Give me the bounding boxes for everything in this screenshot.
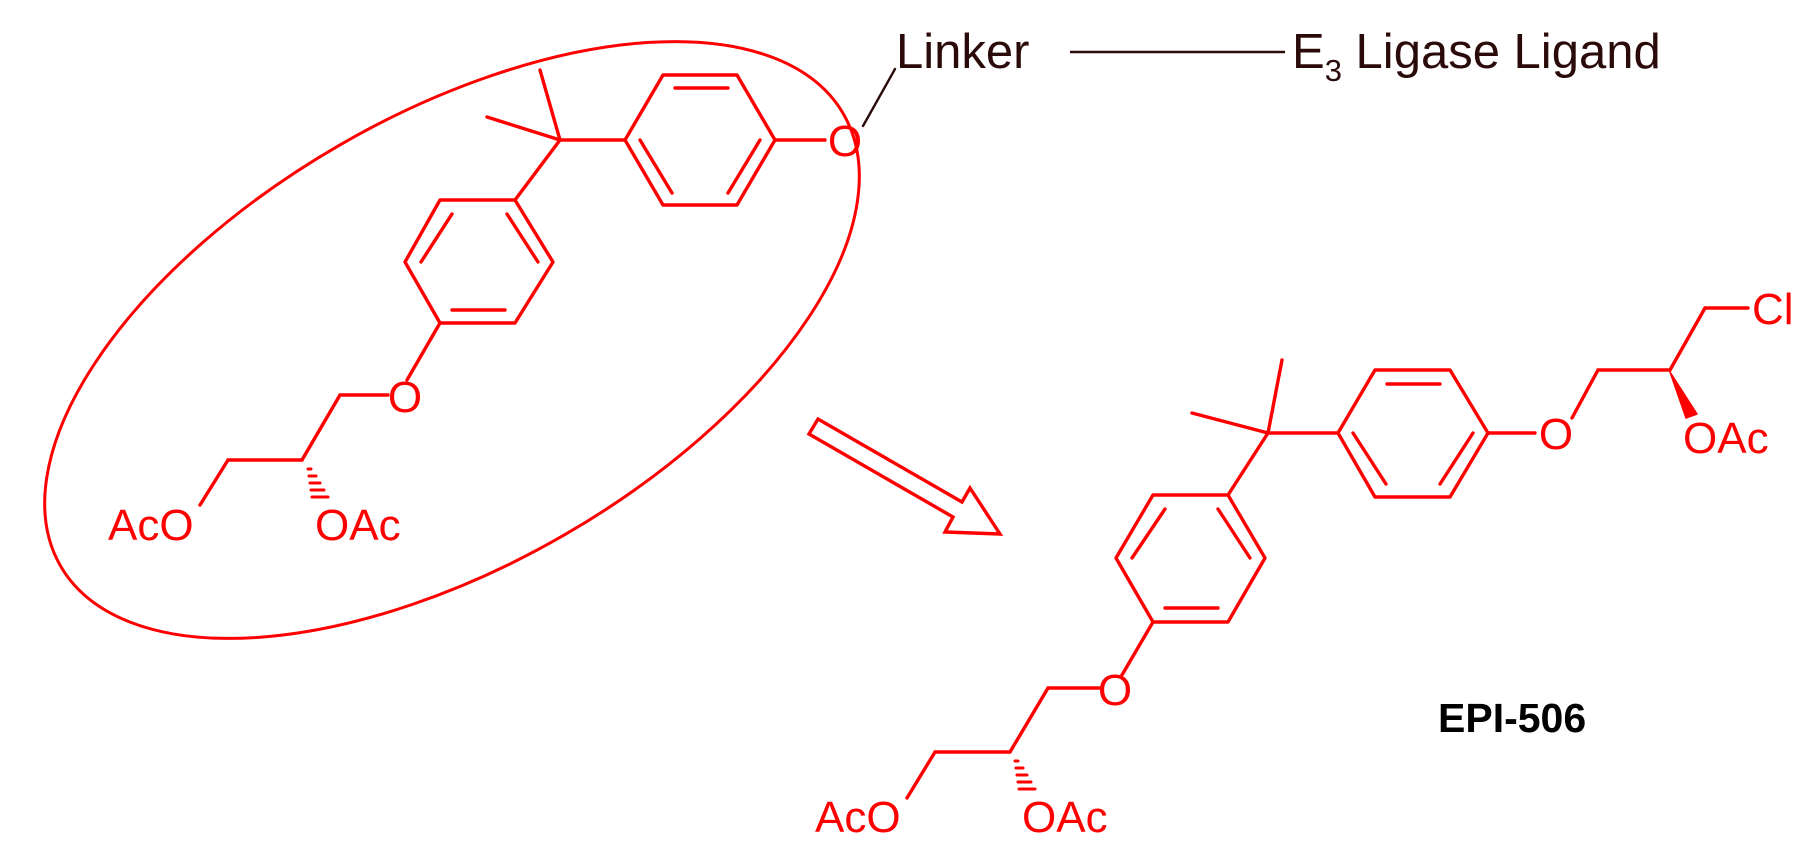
epi-oac-upper-label: OAc	[1683, 414, 1769, 463]
epi-lower-ring-double-1	[1130, 507, 1167, 560]
oxygen-to-linker-bond	[861, 67, 897, 128]
epi-ether-oxygen-left: O	[1098, 666, 1132, 715]
bold-wedge-right	[1669, 371, 1698, 419]
highlight-ellipse	[43, 40, 861, 640]
linker-label: Linker	[896, 25, 1029, 79]
epi-lower-ring-to-oxygen	[1120, 620, 1155, 677]
left-ether-oxygen-bottom: O	[388, 373, 422, 422]
epi-upper-ring-double-2	[1438, 431, 1475, 486]
chain-ch2-ch	[300, 393, 342, 462]
epi-oac-lower-label: OAc	[1022, 793, 1108, 842]
epi-methyl-bond-1	[1266, 358, 1284, 435]
left-fragment	[43, 40, 897, 640]
epi-upper-ring-double-3	[1351, 431, 1388, 486]
epi-chlorine-label: Cl	[1752, 285, 1794, 334]
upper-ring-double-3	[638, 138, 674, 195]
lower-ring-double-3	[505, 212, 540, 264]
methyl-bond-1	[538, 68, 562, 142]
lower-ring-double-1	[419, 212, 454, 264]
epi-aco-label: AcO	[815, 793, 901, 842]
hashed-wedge-left	[306, 467, 330, 499]
left-ether-oxygen-top: O	[828, 117, 862, 166]
epi-ch2-oac-lower	[905, 750, 937, 800]
left-fragment-atoms: O O AcO OAc	[108, 117, 862, 550]
compound-name: EPI-506	[1438, 695, 1586, 741]
quaternary-to-lower-ring	[513, 138, 562, 202]
epi-ch-ch2cl	[1668, 306, 1707, 372]
epi-upper-ring	[1336, 368, 1490, 499]
left-oac-label: OAc	[315, 501, 401, 550]
epi-methyl-bond-2	[1190, 411, 1270, 435]
epi-ch2-ch-lower	[1008, 686, 1050, 754]
lower-ring-to-oxygen	[405, 321, 442, 382]
e3-ligase-ligand-label: E3 Ligase Ligand	[1292, 25, 1661, 88]
retro-arrow	[806, 416, 1004, 536]
lower-ring	[403, 198, 555, 325]
epi-ether-oxygen-right: O	[1539, 410, 1573, 459]
left-aco-label: AcO	[108, 501, 194, 550]
upper-ring-double-2	[726, 138, 762, 195]
epi-o-ch2-upper	[1570, 368, 1600, 420]
epi-506-structure	[905, 306, 1750, 800]
epi-506-atoms: O Cl OAc O AcO OAc	[815, 285, 1794, 842]
epi-lower-ring-double-3	[1216, 507, 1252, 560]
epi-quaternary-to-lower-ring	[1226, 431, 1270, 497]
upper-ring	[623, 73, 777, 207]
chain-ch2-oac	[198, 458, 230, 507]
epi-lower-ring	[1114, 493, 1267, 624]
hashed-wedge-epi	[1013, 759, 1037, 791]
methyl-bond-2	[485, 115, 562, 142]
linker-ligand-label: Linker E3 Ligase Ligand	[896, 25, 1661, 88]
